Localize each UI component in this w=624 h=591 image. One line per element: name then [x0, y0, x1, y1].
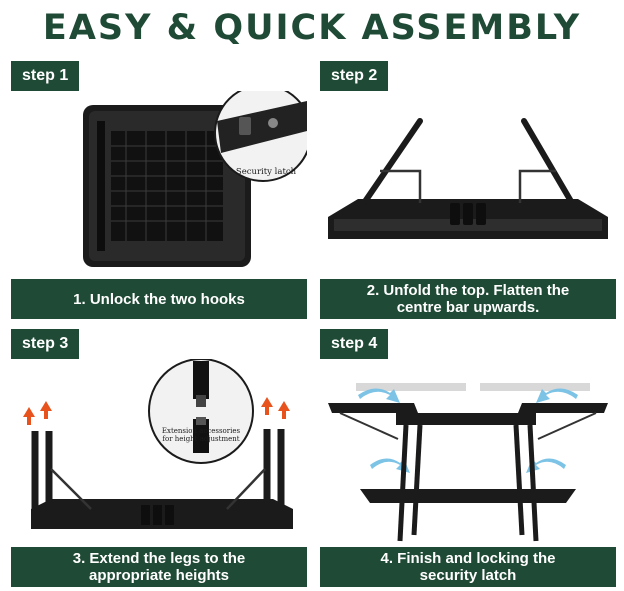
step-2-caption-line-2: centre bar upwards.: [396, 299, 540, 316]
step-1-panel: step 1 Security latch 1. Unlock the two …: [11, 61, 307, 319]
side-braces: [339, 412, 597, 440]
unfolding-table-illustration: [328, 118, 608, 239]
up-arrow-icon: [23, 397, 290, 425]
step-4-caption: 4. Finish and locking the security latch: [320, 547, 616, 587]
extension-inset: Extension accessories for height adjustm…: [148, 359, 254, 464]
folded-leg: [97, 121, 105, 251]
step-1-caption-line-1: 1. Unlock the two hooks: [73, 290, 245, 308]
centre-bar: [450, 203, 486, 225]
extending-legs-illustration: Extension accessories for height adjustm…: [23, 359, 293, 529]
step-3-label: step 3: [11, 329, 80, 359]
step-3-caption-line-2: appropriate heights: [88, 567, 230, 584]
table-tops: [328, 403, 608, 425]
step-1-label: step 1: [11, 61, 80, 91]
support-struts: [380, 169, 556, 203]
step-4-caption-line-2: security latch: [419, 567, 517, 584]
folded-table-illustration: Security latch: [83, 91, 307, 267]
security-latch-label: Security latch: [236, 167, 297, 177]
table-legs: [397, 424, 539, 542]
step-3-caption-line-1: 3. Extend the legs to the: [72, 550, 246, 567]
step-3-panel: step 3 Extension accessories: [11, 329, 307, 587]
lower-shelf: [360, 489, 576, 503]
step-4-caption-line-1: 4. Finish and locking the: [380, 550, 556, 567]
left-legs: [31, 431, 53, 519]
step-4-label: step 4: [320, 329, 389, 359]
step-4-panel: step 4 4. Finish and locking the securit…: [320, 329, 616, 587]
mesh-texture: [111, 131, 223, 241]
left-raised-top: [361, 118, 423, 206]
swing-arrow-icon: [358, 388, 578, 473]
step-2-caption-line-1: 2. Unfold the top. Flatten the: [366, 282, 570, 299]
right-legs: [263, 429, 285, 519]
step-3-caption: 3. Extend the legs to the appropriate he…: [11, 547, 307, 587]
step-2-label: step 2: [320, 61, 389, 91]
extension-label-line-2: for height adjustment: [162, 435, 239, 443]
extension-label-line-1: Extension accessories: [162, 427, 241, 435]
assembled-table-illustration: [328, 383, 608, 542]
step-1-caption: 1. Unlock the two hooks: [11, 279, 307, 319]
step-2-caption: 2. Unfold the top. Flatten the centre ba…: [320, 279, 616, 319]
ghost-side-panels: [356, 383, 590, 391]
step-2-panel: step 2 2. Unfold the top. Flatten the ce…: [320, 61, 616, 319]
centre-bar: [141, 505, 174, 525]
page-title: EASY & QUICK ASSEMBLY: [42, 8, 582, 48]
right-raised-top: [521, 118, 575, 206]
leg-struts: [50, 468, 266, 510]
security-latch-inset: Security latch: [214, 91, 307, 182]
